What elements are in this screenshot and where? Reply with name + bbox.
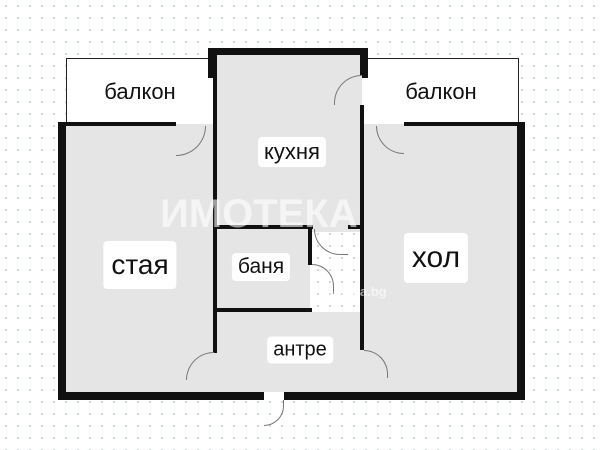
door-arc bbox=[264, 400, 284, 426]
watermark-logo: ИМОТЕКА bbox=[160, 192, 358, 236]
label-living: хол bbox=[403, 233, 469, 283]
watermark-site: imoteka.bg bbox=[318, 284, 387, 299]
wall bbox=[208, 48, 214, 78]
wall bbox=[58, 122, 66, 400]
label-bathroom: баня bbox=[231, 253, 291, 281]
wall bbox=[308, 225, 312, 265]
wall bbox=[404, 122, 519, 126]
wall bbox=[208, 48, 368, 55]
wall bbox=[213, 225, 313, 229]
wall bbox=[360, 55, 364, 75]
wall bbox=[213, 308, 312, 312]
label-bedroom: стая bbox=[103, 241, 177, 289]
label-balcony-right: балкон bbox=[399, 77, 483, 107]
wall bbox=[517, 122, 525, 400]
wall bbox=[284, 392, 525, 400]
label-hallway: антре bbox=[267, 336, 333, 364]
wall bbox=[58, 392, 264, 400]
label-kitchen: кухня bbox=[258, 137, 326, 167]
label-balcony-left: балкон bbox=[98, 77, 182, 107]
wall bbox=[66, 122, 176, 126]
wall bbox=[360, 105, 364, 350]
wall bbox=[348, 225, 362, 229]
wall bbox=[213, 55, 217, 353]
wall bbox=[362, 48, 368, 78]
